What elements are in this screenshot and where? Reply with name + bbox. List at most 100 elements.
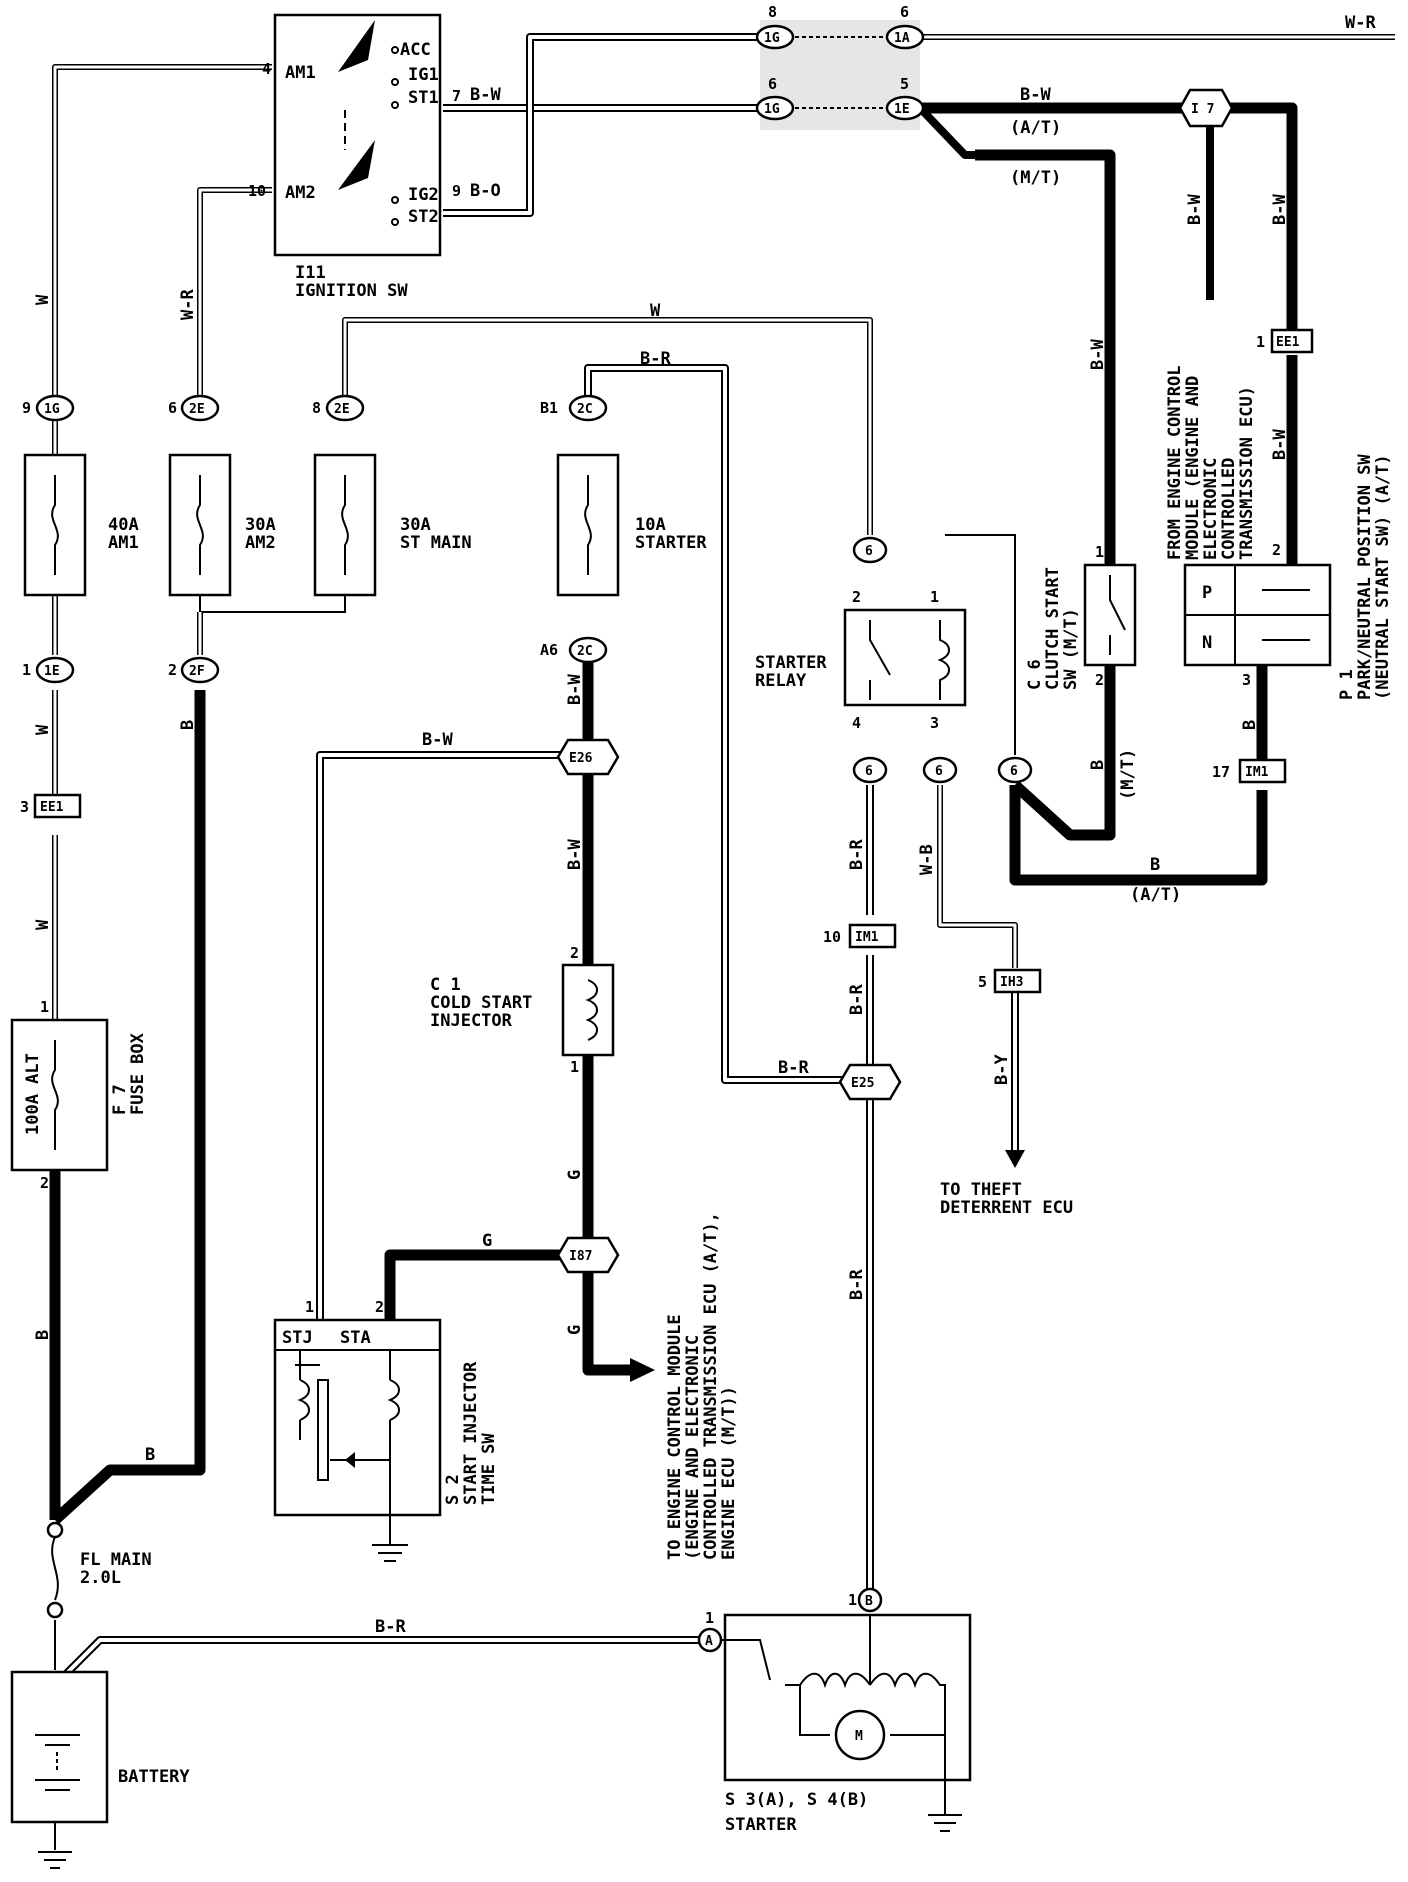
fl-main-size: 2.0L: [80, 1568, 121, 1588]
lbl-bw-ecm: B-W: [1185, 194, 1205, 225]
lbl-br-e25: B-R: [778, 1058, 809, 1078]
fuse-starter-label: STARTER: [635, 533, 707, 553]
ign-pin-st1: 7: [452, 87, 461, 105]
ign-pin-ig2: 9: [452, 182, 461, 200]
ign-title: I11: [295, 263, 326, 283]
svg-text:ENGINE ECU (M/T)): ENGINE ECU (M/T)): [719, 1386, 739, 1560]
ign-st2-label: ST2: [408, 207, 439, 227]
lbl-bo: B-O: [470, 181, 501, 201]
pin-a6: A6: [540, 641, 558, 659]
conn-ih3: IH3: [1000, 975, 1023, 990]
wire-w-am1: [52, 64, 272, 395]
lbl-w-mid: W: [650, 301, 661, 321]
conn-1e-top: 1E: [894, 102, 910, 117]
pin-8-2e: 8: [312, 399, 321, 417]
lbl-w-alt: W: [33, 919, 53, 930]
wire-labels: B-W B-O W-R B-W (A/T) (M/T) W B-R W W-R …: [33, 13, 1376, 1637]
pn-p: P: [1202, 583, 1212, 603]
svg-text:CONTROLLED: CONTROLLED: [1219, 458, 1239, 560]
pin-6-top: 6: [900, 3, 909, 21]
lbl-wr-left: W-R: [178, 289, 198, 320]
relay-label-2: RELAY: [755, 671, 807, 691]
pn-pin-2: 2: [1272, 541, 1281, 559]
pn-label-1: PARK/NEUTRAL POSITION SW: [1355, 454, 1375, 700]
s2-stj: STJ: [282, 1328, 313, 1348]
conn-1g-fuse: 1G: [44, 402, 60, 417]
conn-i7: I 7: [1191, 102, 1214, 117]
fuse-10a: 10A: [635, 515, 666, 535]
pin-6-2e: 6: [168, 399, 177, 417]
fuse-am2-label: AM2: [245, 533, 276, 553]
svg-text:FROM ENGINE CONTROL: FROM ENGINE CONTROL: [1165, 366, 1185, 560]
lbl-bw-stj: B-W: [422, 730, 453, 750]
s2-label-2: TIME SW: [479, 1433, 499, 1505]
relay-conn-6-3: 6: [935, 764, 943, 779]
lbl-bw-fuse: B-W: [565, 674, 585, 705]
pin-5-mid: 5: [900, 75, 909, 93]
conn-2e-b: 2E: [334, 402, 350, 417]
lbl-bw-pn2: B-W: [1270, 429, 1290, 460]
theft-label-2: DETERRENT ECU: [940, 1198, 1073, 1218]
lbl-w-ee1: W: [33, 724, 53, 735]
inj-c1: C 1: [430, 975, 461, 995]
clutch-pin-1: 1: [1095, 543, 1104, 561]
conn-ih3-pin: 5: [978, 973, 987, 991]
inj-pin-2: 2: [570, 944, 579, 962]
conn-2c-top: 2C: [577, 402, 593, 417]
lbl-mt-top: (M/T): [1010, 168, 1061, 188]
wire-g-sta: [384, 1249, 568, 1320]
junction-e26: E26: [569, 751, 593, 766]
fuse-100a-alt: 100A ALT: [23, 1053, 43, 1135]
conn-ee1-right: EE1: [1276, 335, 1300, 350]
conn-1e-bot: 1E: [44, 664, 60, 679]
arrow-to-ecm: [630, 1358, 655, 1382]
clutch-sw: SW (M/T): [1061, 608, 1081, 690]
pin-9: 9: [22, 399, 31, 417]
wire-b-mt: [1011, 665, 1116, 841]
wires: [49, 33, 1395, 1688]
relay-conn-6-top: 6: [865, 544, 873, 559]
conn-im1-a-pin: 10: [823, 928, 841, 946]
alt-pin-2: 2: [40, 1174, 49, 1192]
relay-label-1: STARTER: [755, 653, 827, 673]
fuse-f7: F 7: [110, 1084, 130, 1115]
wire-b-at: [1009, 785, 1268, 886]
pin-b1: B1: [540, 399, 558, 417]
relay-pin-1: 1: [930, 588, 939, 606]
pn-title: P 1: [1337, 669, 1357, 700]
fuse-30a-st: 30A: [400, 515, 431, 535]
battery-label: BATTERY: [118, 1767, 190, 1787]
lbl-b-bottom: B: [145, 1445, 155, 1465]
fuse-stmain-label: ST MAIN: [400, 533, 472, 553]
fl-main-label: FL MAIN: [80, 1550, 152, 1570]
lbl-b-alt: B: [33, 1330, 53, 1340]
fuses: 1G 9 2E 6 2E 8 2C B1 40A AM1 30A AM2 30A…: [10, 394, 707, 1619]
inj-label-2: INJECTOR: [430, 1011, 513, 1031]
relay-pin-2: 2: [852, 588, 861, 606]
ign-ig2-label: IG2: [408, 185, 439, 205]
svg-text:TO ENGINE CONTROL MODULE: TO ENGINE CONTROL MODULE: [665, 1314, 685, 1560]
clutch-label: CLUTCH START: [1043, 567, 1063, 690]
ign-ig1-label: IG1: [408, 65, 439, 85]
wire-bw-pn: [1210, 102, 1298, 330]
ign-am1-label: AM1: [285, 63, 316, 83]
svg-text:TRANSMISSION ECU): TRANSMISSION ECU): [1237, 386, 1257, 560]
ign-st1-label: ST1: [408, 88, 439, 108]
lbl-w-left: W: [33, 294, 53, 305]
s2-title: S 2: [443, 1474, 463, 1505]
lbl-bw-pn: B-W: [1270, 194, 1290, 225]
relay-pin-3: 3: [930, 714, 939, 732]
fuse-40a: 40A: [108, 515, 139, 535]
lbl-mt-mid: (M/T): [1118, 749, 1138, 800]
lbl-br-top: B-R: [640, 349, 671, 369]
starter-motor-m: M: [855, 1729, 863, 1744]
lbl-b-2f: B: [178, 720, 198, 730]
pin-ee1-right: 1: [1256, 333, 1265, 351]
top-connectors: 1G 1A 1G 1E 8 6 6 5 I 7 EE1 1: [755, 3, 1314, 354]
wire-wb: [937, 785, 1018, 968]
conn-2c-bot: 2C: [577, 644, 593, 659]
s2-pin-1: 1: [305, 1298, 314, 1316]
relay-pin-4: 4: [852, 714, 861, 732]
lbl-br-relay: B-R: [847, 839, 867, 870]
